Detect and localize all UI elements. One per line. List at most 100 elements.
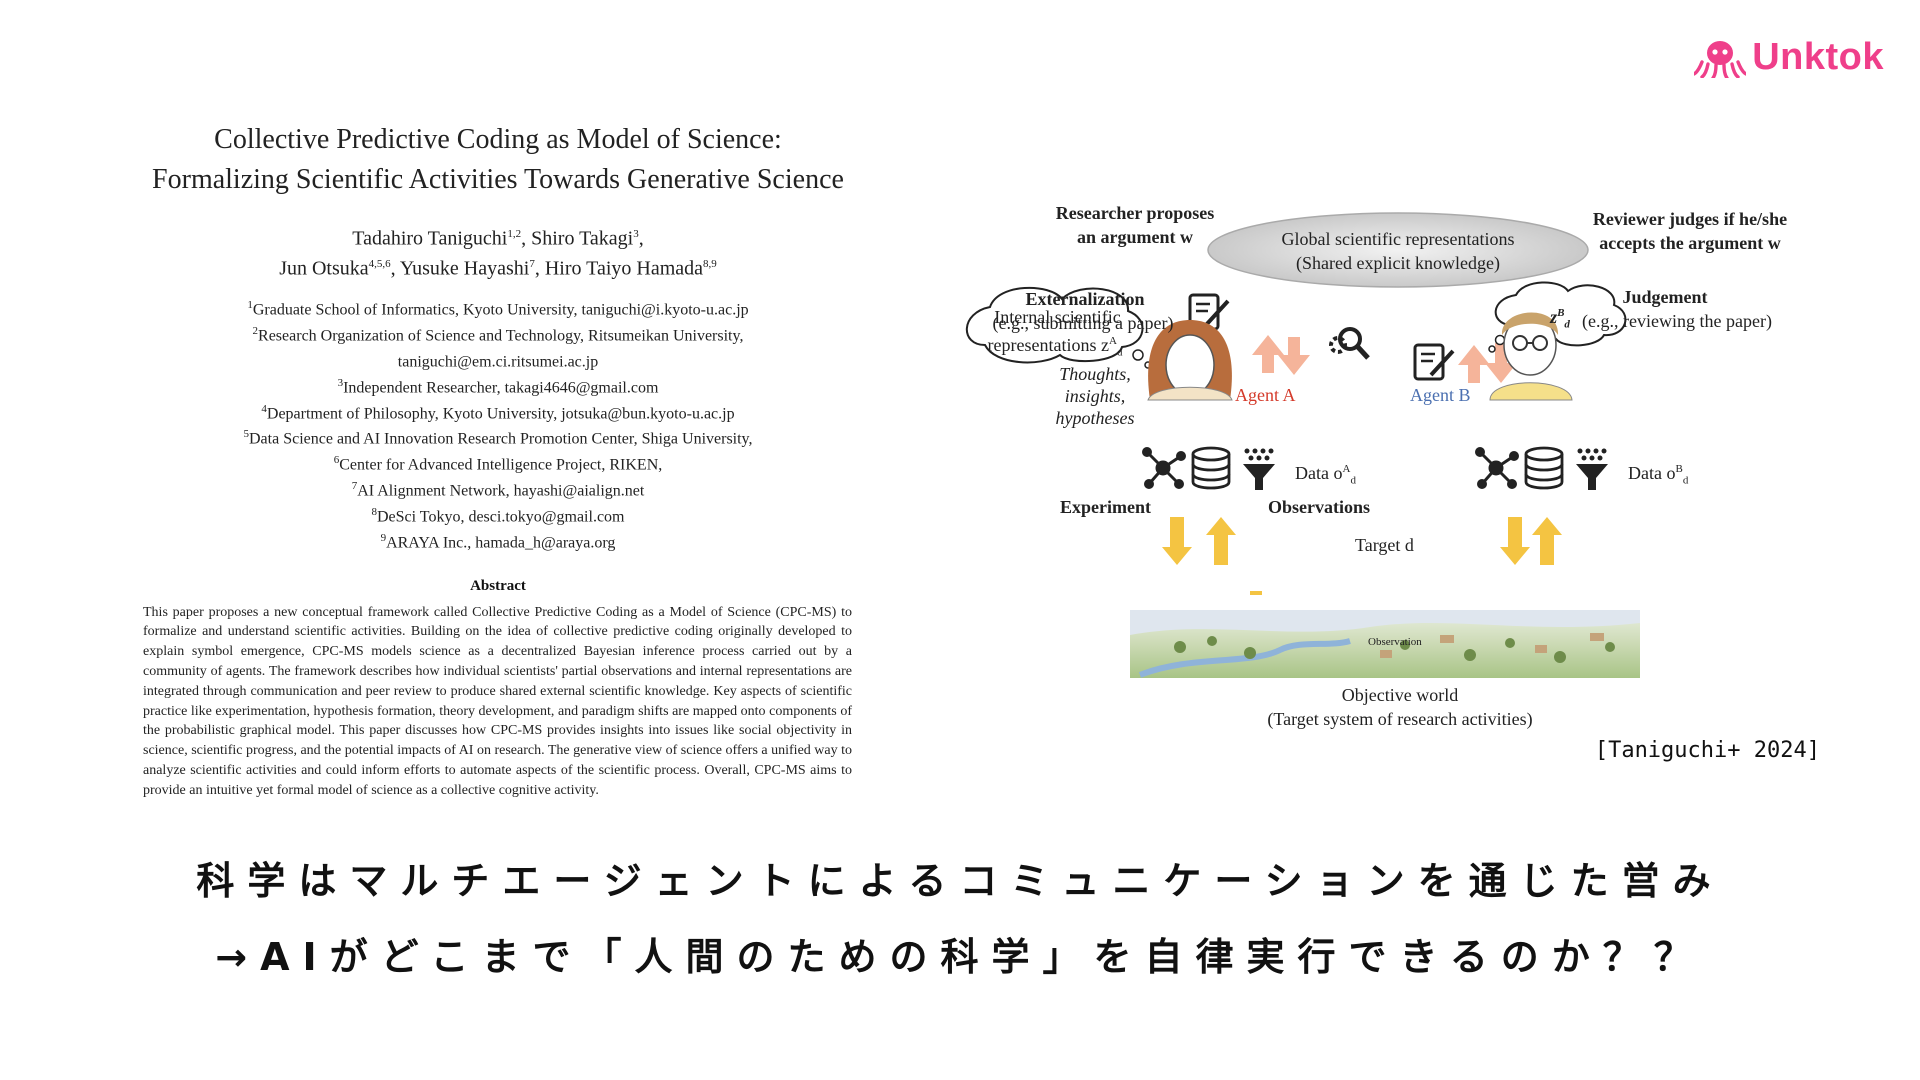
author-name: Tadahiro Taniguchi <box>352 227 508 250</box>
author-separator: , <box>638 227 644 250</box>
objective-world-line2: (Target system of research activities) <box>1267 709 1533 729</box>
author-affiliation-mark: 8,9 <box>703 257 717 270</box>
brand-logo: Unktok <box>1694 36 1884 79</box>
paper-title-line1: Collective Predictive Coding as Model of… <box>214 124 782 155</box>
judgement-sub: (e.g., reviewing the paper) <box>1582 311 1772 331</box>
affiliation-text: DeSci Tokyo, desci.tokyo@gmail.com <box>376 508 625 526</box>
authors-line2: Jun Otsuka4,5,6, Yusuke Hayashi7, Hiro T… <box>118 252 878 282</box>
brand-name: Unktok <box>1752 36 1884 78</box>
observations-label: Observations <box>1268 497 1371 517</box>
affiliation-text: Research Organization of Science and Tec… <box>258 327 744 345</box>
author-name: Hiro Taiyo Hamada <box>544 257 704 280</box>
affiliation-number: 8 <box>371 505 377 518</box>
affiliation-line: 8DeSci Tokyo, desci.tokyo@gmail.com <box>118 502 878 528</box>
externalization-label: Externalization <box>1025 289 1145 309</box>
funnel-icon <box>1243 448 1275 490</box>
paper-first-page: Collective Predictive Coding as Model of… <box>118 120 878 801</box>
experiment-observation-arrows-a <box>1162 517 1236 565</box>
reviewer-label2: accepts the argument w <box>1599 233 1781 253</box>
paper-title-line2: Formalizing Scientific Activities Toward… <box>152 164 844 195</box>
affiliation-text: AI Alignment Network, hayashi@aialign.ne… <box>357 482 645 500</box>
affiliation-line: 4Department of Philosophy, Kyoto Univers… <box>118 399 878 425</box>
affiliation-text: Data Science and AI Innovation Research … <box>248 430 753 448</box>
affiliation-number: 1 <box>247 299 253 312</box>
reviewer-avatar-icon <box>1489 312 1573 401</box>
figure-graphics <box>965 212 1640 678</box>
affiliation-text: ARAYA Inc., hamada_h@araya.org <box>386 534 616 552</box>
funnel-icon <box>1576 448 1608 490</box>
agent-b-label: Agent B <box>1410 385 1471 405</box>
affiliation-line: taniguchi@em.ci.ritsumei.ac.jp <box>118 347 878 373</box>
affiliation-text: Graduate School of Informatics, Kyoto Un… <box>252 301 749 319</box>
internal-rep-line1: Internal scientific <box>994 307 1121 327</box>
researcher-avatar-icon <box>1147 320 1233 401</box>
landscape-image <box>1130 591 1640 678</box>
affiliation-line: 3Independent Researcher, takagi4646@gmai… <box>118 373 878 399</box>
author-separator: , <box>534 257 545 280</box>
global-representation-ellipse <box>1207 212 1589 288</box>
affiliation-text: Independent Researcher, takagi4646@gmail… <box>343 379 659 397</box>
affiliation-line: 5Data Science and AI Innovation Research… <box>118 424 878 450</box>
judgement-label: Judgement <box>1622 287 1708 307</box>
affiliation-number: 9 <box>380 531 387 544</box>
experiment-observation-arrows-b <box>1500 517 1562 565</box>
author-name: Shiro Takagi <box>531 227 634 250</box>
affiliation-line: 7AI Alignment Network, hayashi@aialign.n… <box>118 476 878 502</box>
global-rep-line2: (Shared explicit knowledge) <box>1296 253 1500 273</box>
exchange-arrows-left <box>1252 335 1310 375</box>
citation: [Taniguchi+ 2024] <box>1594 738 1820 763</box>
researcher-proposes-label: Researcher proposes <box>1055 203 1215 223</box>
gear-search-icon <box>1329 327 1370 360</box>
affiliation-number: 2 <box>252 325 259 338</box>
document-pen-icon <box>1413 343 1455 381</box>
affiliation-text: Department of Philosophy, Kyoto Universi… <box>266 404 735 422</box>
affiliation-text: taniguchi@em.ci.ritsumei.ac.jp <box>397 353 599 371</box>
cpc-ms-figure: Researcher proposes an argument w Global… <box>950 195 1830 740</box>
global-rep-line1: Global scientific representations <box>1281 229 1515 249</box>
author-affiliation-mark: 3 <box>633 228 639 240</box>
affiliation-number: 3 <box>337 376 344 389</box>
paper-authors: Tadahiro Taniguchi1,2, Shiro Takagi3, Ju… <box>118 222 878 281</box>
thoughts-line2: insights, <box>1064 386 1126 406</box>
author-separator: , <box>390 257 400 280</box>
octopus-icon <box>1694 40 1747 78</box>
researcher-proposes-label2: an argument w <box>1077 227 1193 247</box>
exchange-arrows-right <box>1458 343 1517 383</box>
affiliation-number: 5 <box>243 428 249 441</box>
network-icon <box>1475 447 1519 489</box>
message-line1: 科学はマルチエージェントによるコミュニケーションを通じた営み <box>196 859 1724 903</box>
reviewer-label1: Reviewer judges if he/she <box>1592 209 1788 229</box>
externalization-sub: (e.g., submitting a paper) <box>992 313 1174 333</box>
affiliation-line: 1Graduate School of Informatics, Kyoto U… <box>118 295 878 321</box>
paper-affiliations: 1Graduate School of Informatics, Kyoto U… <box>118 295 878 553</box>
author-affiliation-mark: 7 <box>529 257 535 270</box>
experiment-label: Experiment <box>1060 497 1151 517</box>
thoughts-line1: Thoughts, <box>1059 364 1131 384</box>
observation-tag: Observation <box>1368 636 1422 648</box>
author-name: Yusuke Hayashi <box>399 257 530 280</box>
author-affiliation-mark: 1,2 <box>507 228 522 240</box>
objective-world-line1: Objective world <box>1341 685 1459 705</box>
author-name: Jun Otsuka <box>279 257 369 280</box>
abstract-heading: Abstract <box>470 577 526 594</box>
author-separator: , <box>521 227 532 250</box>
affiliation-line: 2Research Organization of Science and Te… <box>118 321 878 347</box>
authors-line1: Tadahiro Taniguchi1,2, Shiro Takagi3, <box>118 222 878 252</box>
data-a-label: Data oAd <box>1295 463 1356 487</box>
agent-a-label: Agent A <box>1235 385 1296 405</box>
affiliation-number: 4 <box>261 402 267 415</box>
message-line2: →AIがどこまで「人間のための科学」を自律実行できるのか？？ <box>215 935 1705 979</box>
database-icon <box>1191 446 1231 490</box>
network-icon <box>1142 447 1186 489</box>
author-affiliation-mark: 4,5,6 <box>368 257 391 270</box>
affiliation-line: 6Center for Advanced Intelligence Projec… <box>118 450 878 476</box>
paper-title: Collective Predictive Coding as Model of… <box>118 120 878 200</box>
affiliation-line: 9ARAYA Inc., hamada_h@araya.org <box>118 528 878 554</box>
affiliation-number: 7 <box>351 480 358 493</box>
internal-rep-line2: representations zAd <box>987 335 1123 359</box>
thoughts-line3: hypotheses <box>1055 408 1135 428</box>
database-icon <box>1524 446 1564 490</box>
target-label: Target d <box>1355 535 1414 555</box>
affiliation-number: 6 <box>333 454 340 467</box>
abstract-text: This paper proposes a new conceptual fra… <box>143 604 852 798</box>
